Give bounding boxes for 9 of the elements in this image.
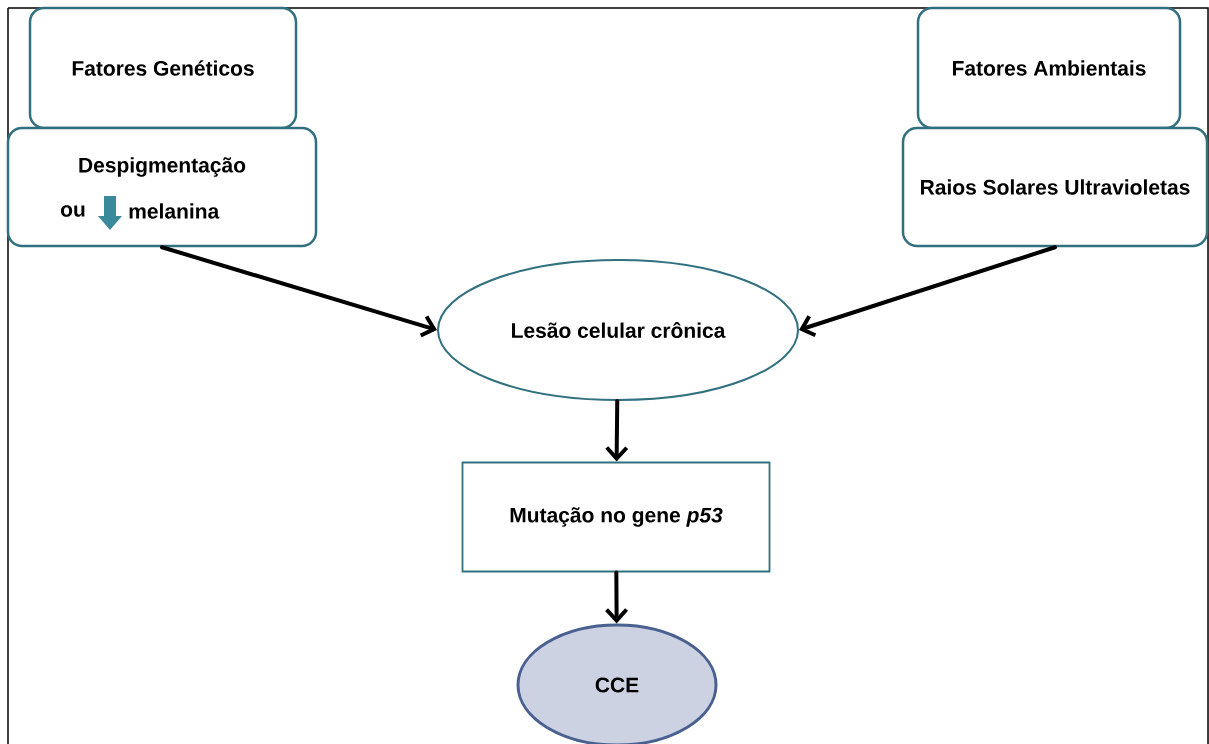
arrow — [160, 245, 437, 338]
arrow — [799, 245, 1057, 338]
rounded-box: Despigmentação ou melanina — [6, 126, 318, 248]
arrow — [605, 399, 629, 462]
arrow — [605, 570, 629, 624]
rounded-box: Fatores Genéticos — [28, 6, 298, 130]
process-box: Mutação no gene p53 — [461, 461, 771, 573]
rounded-box: Raios Solares Ultravioletas — [901, 126, 1209, 248]
rounded-box: Fatores Ambientais — [916, 6, 1182, 130]
